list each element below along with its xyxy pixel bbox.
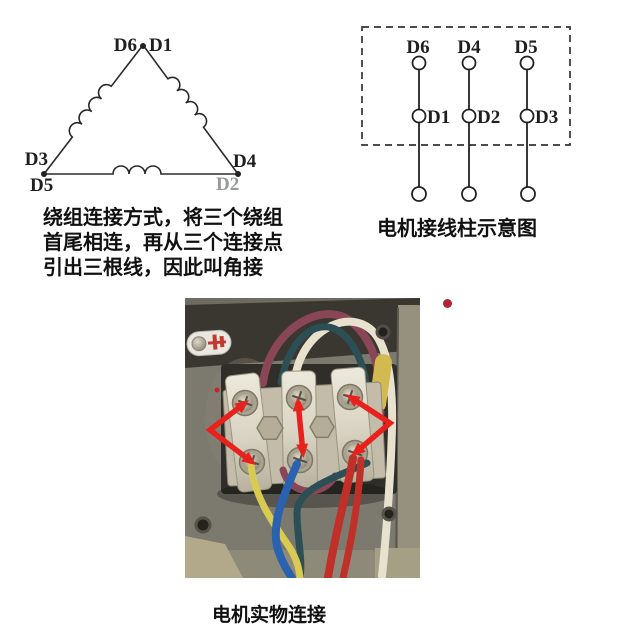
corner-hole-top-right xyxy=(375,324,391,340)
winding-description: 绕组连接方式，将三个绕组 首尾相连，再从三个连接点 引出三根线，因此叫角接 xyxy=(43,206,293,281)
winding-right-coil xyxy=(142,44,239,175)
label-d4-post: D4 xyxy=(457,37,481,58)
terminal-columns xyxy=(411,55,536,202)
delta-triangle-diagram xyxy=(43,44,239,175)
red-dot-marker xyxy=(443,299,452,308)
label-d2-post: D2 xyxy=(477,107,500,128)
description-line-3: 引出三根线，因此叫角接 xyxy=(43,257,263,279)
photo-caption: 电机实物连接 xyxy=(212,605,327,626)
description-line-1: 绕组连接方式，将三个绕组 xyxy=(43,207,283,229)
box-bottom-left-patch xyxy=(185,536,243,578)
arrow-middle-vertical xyxy=(292,397,309,458)
post-bottom-2 xyxy=(461,186,477,202)
description-line-2: 首尾相连，再从三个连接点 xyxy=(43,232,283,254)
label-d3-post: D3 xyxy=(535,107,558,128)
post-mid-1 xyxy=(411,108,427,124)
label-d4: D4 xyxy=(233,151,257,172)
hex-nut-left xyxy=(256,415,284,441)
winding-left-coil xyxy=(43,44,144,175)
teal-wire-bottom xyxy=(293,459,371,578)
right-node xyxy=(235,171,241,177)
connection-arrows xyxy=(205,394,395,466)
red-wire-second xyxy=(339,456,365,578)
label-d6: D6 xyxy=(114,35,137,56)
teal-wire-top xyxy=(277,323,370,386)
post-top-1 xyxy=(411,55,427,71)
post-top-2 xyxy=(461,55,477,71)
blue-wire xyxy=(271,460,301,578)
small-red-dot xyxy=(214,387,220,393)
post-bottom-1 xyxy=(411,186,427,202)
post-mid-3 xyxy=(519,108,535,124)
winding-bottom-coil xyxy=(43,165,239,175)
label-d6-post: D6 xyxy=(406,37,429,58)
label-d5: D5 xyxy=(30,175,53,196)
label-d1-post: D1 xyxy=(427,107,450,128)
post-top-3 xyxy=(519,55,535,71)
label-d1: D1 xyxy=(149,35,172,56)
arrow-right-chevron xyxy=(345,394,395,457)
yellow-wire xyxy=(247,462,304,578)
label-d2: D2 xyxy=(216,174,239,195)
terminal-diagram-caption: 电机接线柱示意图 xyxy=(377,218,537,240)
brand-mark xyxy=(207,334,227,350)
box-right-flange xyxy=(398,305,420,578)
left-node xyxy=(41,171,47,177)
corner-hole-bottom-right xyxy=(381,506,397,522)
name-plate xyxy=(186,329,232,357)
arrow-left-chevron xyxy=(205,399,256,466)
post-bottom-3 xyxy=(520,186,536,202)
hex-nut-right xyxy=(309,415,335,439)
terminal-box-outline xyxy=(361,26,571,146)
corner-hole-bottom-left xyxy=(194,516,212,534)
label-d3: D3 xyxy=(25,149,48,170)
apex-node xyxy=(140,43,146,49)
motor-terminal-photo xyxy=(185,298,420,578)
red-wire-main xyxy=(324,454,357,578)
post-mid-2 xyxy=(461,108,477,124)
label-d5-post: D5 xyxy=(514,37,537,58)
wiring-diagrams: D6 D1 D3 D5 D4 D2 D6 D4 xyxy=(25,26,571,202)
